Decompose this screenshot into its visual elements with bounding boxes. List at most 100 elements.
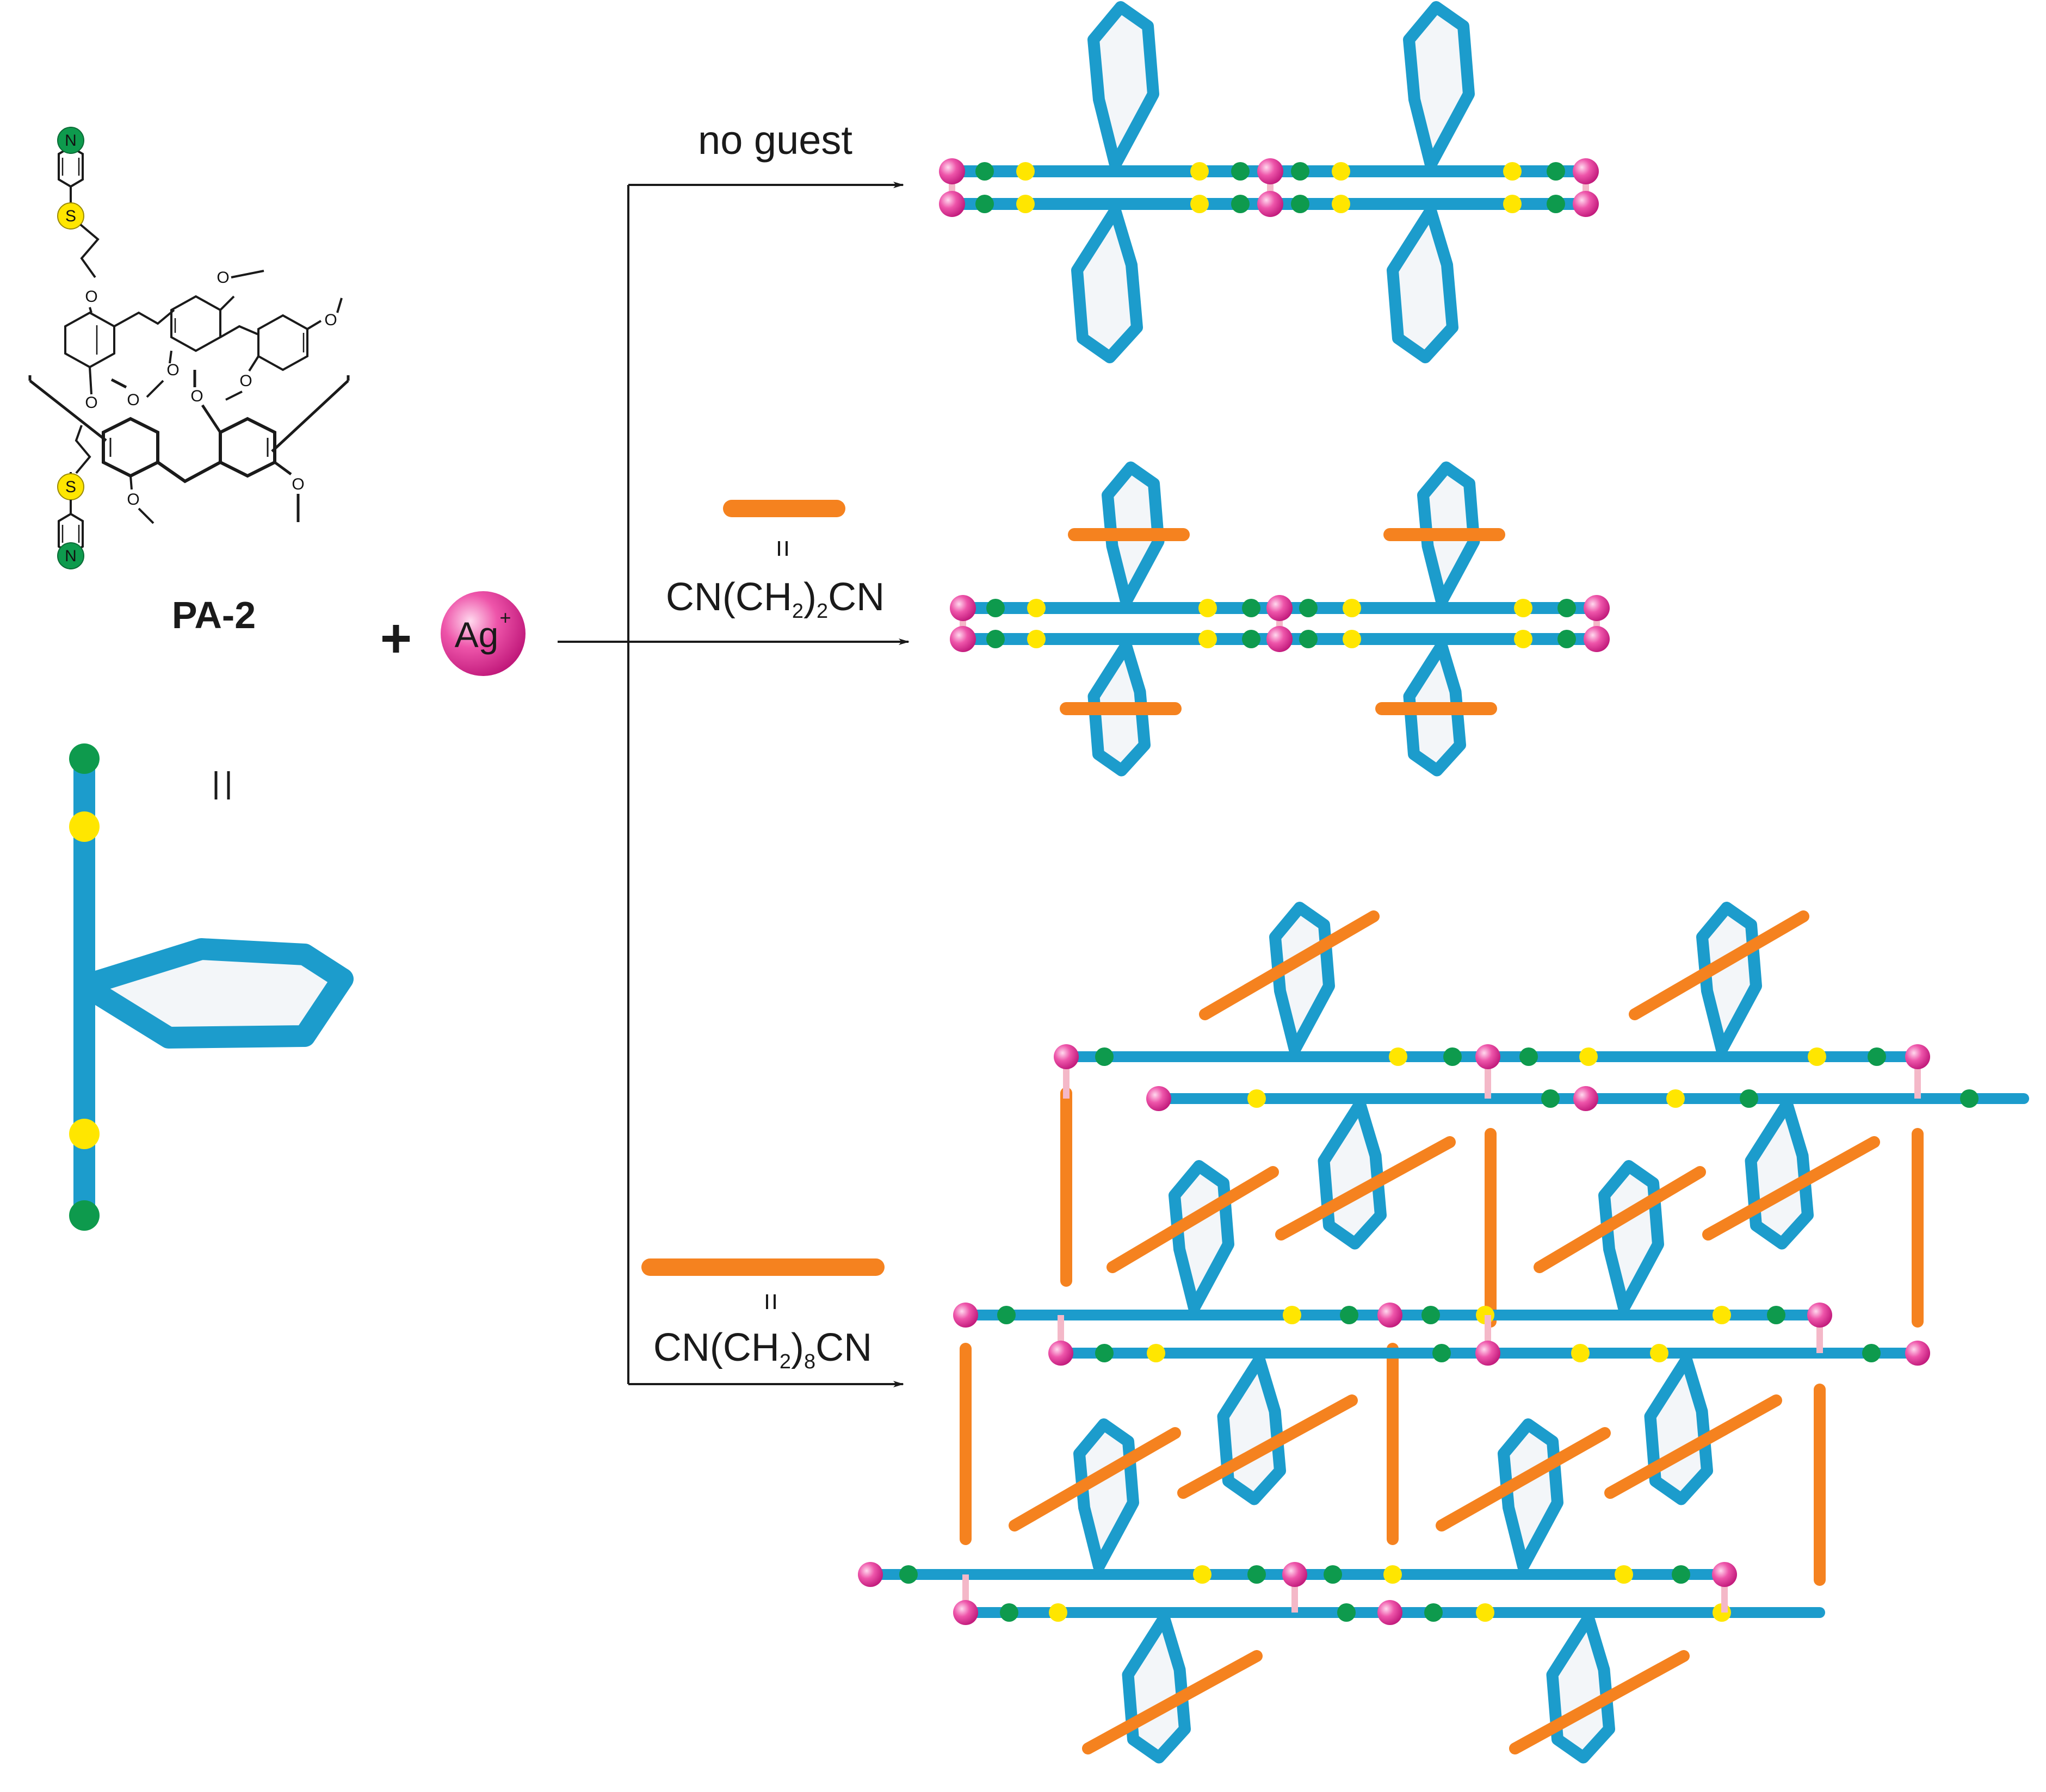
- sulfur-unit: [1666, 1089, 1685, 1108]
- guest-molecule: [1009, 1427, 1181, 1531]
- oxygen-label-mid-top: O: [217, 269, 229, 287]
- sulfur-unit: [1283, 1306, 1301, 1324]
- guest-molecule: [1082, 1650, 1263, 1754]
- oxygen-label-right-bottom: O: [239, 372, 252, 390]
- guest-molecule: [1702, 1136, 1880, 1241]
- sulfur-unit: [1016, 162, 1035, 181]
- silver-node: [1266, 626, 1293, 652]
- pyridine-unit: [975, 162, 994, 181]
- silver-node: [1257, 191, 1283, 217]
- sulfur-atom-top: [57, 202, 84, 230]
- pyridine-unit: [1432, 1344, 1451, 1362]
- pyridine-unit: [1862, 1344, 1881, 1362]
- nitrogen-label-bottom: N: [65, 547, 77, 565]
- pyridine-unit: [1340, 1306, 1358, 1324]
- product-short-guest: [950, 461, 1610, 777]
- pyridine-unit: [975, 195, 994, 213]
- pyridine-unit: [1519, 1047, 1538, 1066]
- sulfur-unit: [1650, 1344, 1668, 1362]
- pillararene-ring: [1546, 1612, 1615, 1764]
- silver-ion-sphere: [441, 591, 526, 676]
- pyridine-unit: [1247, 1565, 1266, 1584]
- molecule-name: PA-2: [172, 594, 256, 636]
- sulfur-unit: [1193, 1565, 1211, 1584]
- oxygen-label-right-top: O: [324, 311, 337, 329]
- ligand-pyridine-bottom: [69, 1200, 100, 1231]
- pyridine-unit: [1421, 1306, 1440, 1324]
- silver-node: [1377, 1303, 1402, 1328]
- sulfur-unit: [1016, 195, 1035, 213]
- sulfur-unit: [1389, 1047, 1407, 1066]
- equals-symbol: [214, 771, 230, 799]
- silver-node: [1146, 1086, 1171, 1111]
- pillararene-ring: [1387, 204, 1458, 363]
- sulfur-unit: [1343, 599, 1361, 617]
- sulfur-unit: [1190, 195, 1209, 213]
- pyridine-unit: [1299, 630, 1318, 648]
- sulfur-unit: [1332, 195, 1350, 213]
- guest-molecule: [1199, 910, 1380, 1020]
- pyridine-unit: [986, 599, 1005, 617]
- pyridine-unit: [899, 1565, 918, 1584]
- long-guest-legend: CN(CH2)8CN: [641, 1258, 885, 1373]
- guest-molecule: [1436, 1427, 1611, 1531]
- pyridine-unit: [1095, 1047, 1114, 1066]
- pyridine-unit: [1443, 1047, 1462, 1066]
- nitrogen-atom-bottom: [57, 542, 84, 569]
- pyridine-unit: [1740, 1089, 1758, 1108]
- pyridine-unit: [1231, 195, 1250, 213]
- pyridine-unit: [1299, 599, 1318, 617]
- sulfur-unit: [1332, 162, 1350, 181]
- nitrogen-atom-top: [57, 127, 84, 154]
- silver-node: [1905, 1044, 1930, 1069]
- silver-node: [1905, 1341, 1930, 1366]
- pillararene-ring: [1217, 1354, 1286, 1505]
- silver-node: [950, 626, 976, 652]
- pyridine-unit: [1337, 1603, 1356, 1622]
- pyridine-unit: [1291, 162, 1309, 181]
- pyridine-unit: [1960, 1089, 1979, 1108]
- guest-molecule: [1509, 1650, 1690, 1754]
- pillararene-ring: [1644, 1354, 1713, 1505]
- pyridine-unit: [1868, 1047, 1886, 1066]
- pyridine-unit: [1242, 599, 1260, 617]
- ligand-sulfur-top: [69, 811, 100, 842]
- sulfur-unit: [1514, 599, 1532, 617]
- silver-node: [1807, 1303, 1832, 1328]
- pyridine-unit: [986, 630, 1005, 648]
- sulfur-unit: [1343, 630, 1361, 648]
- product-long-guest-network: [858, 902, 2029, 1764]
- silver-node: [1475, 1044, 1500, 1069]
- pillararene-ring: [1318, 1098, 1387, 1250]
- sulfur-unit: [1476, 1603, 1494, 1622]
- silver-node: [1475, 1341, 1500, 1366]
- silver-node: [953, 1600, 978, 1625]
- sulfur-label-top: S: [65, 207, 76, 225]
- oxygen-label-lower-left: O: [85, 394, 97, 412]
- nitrogen-label-top: N: [65, 132, 77, 150]
- ligand-cartoon: [69, 743, 354, 1231]
- product-no-guest: [939, 1, 1599, 363]
- pillararene-ring: [1071, 204, 1143, 363]
- silver-node: [1573, 191, 1599, 217]
- pillararene-ring: [1087, 1, 1159, 171]
- oxygen-label-front-right-top: O: [190, 387, 203, 405]
- long-guest-equals: [766, 1294, 776, 1309]
- silver-node: [1048, 1341, 1073, 1366]
- short-guest-formula: CN(CH2)2CN: [666, 575, 885, 623]
- sulfur-unit: [1579, 1047, 1598, 1066]
- sulfur-unit: [1247, 1089, 1266, 1108]
- pyridine-unit: [1547, 195, 1565, 213]
- pyridine-unit: [1557, 599, 1576, 617]
- sulfur-unit: [1514, 630, 1532, 648]
- guest-molecule: [1534, 1166, 1706, 1273]
- sulfur-unit: [1383, 1565, 1402, 1584]
- long-guest-formula: CN(CH2)8CN: [653, 1326, 872, 1373]
- products-layer: [858, 1, 2029, 1764]
- pillararene-ring: [1745, 1098, 1814, 1250]
- pa2-chemical-structure: N S O O O O O O: [28, 127, 350, 569]
- short-guest-legend: CN(CH2)2CN: [666, 500, 885, 623]
- silver-node: [1266, 595, 1293, 621]
- reaction-arrows: [558, 182, 910, 1387]
- sulfur-unit: [1198, 599, 1217, 617]
